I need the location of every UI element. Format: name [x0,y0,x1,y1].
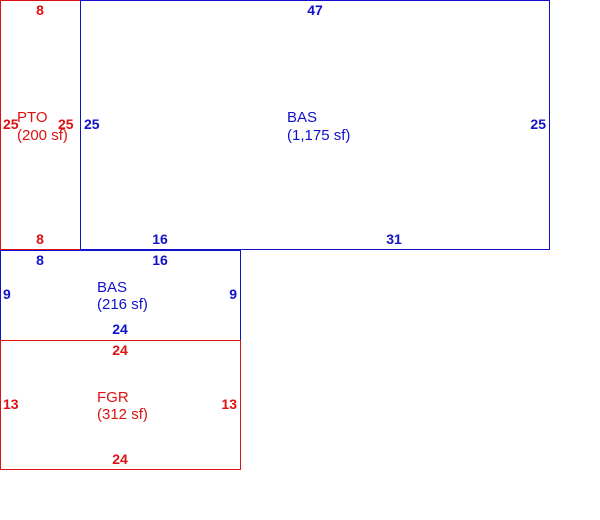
bas-main-area: (1,175 sf) [287,127,350,144]
bas-lower-dim-top-b: 16 [152,252,168,268]
bas-main-dim-bottom-a: 16 [152,231,168,247]
fgr-dim-top: 24 [112,342,128,358]
pto-dim-bottom: 8 [36,231,44,247]
area-fgr: FGR (312 sf) 24 24 13 13 [0,340,241,470]
fgr-dim-right: 13 [221,396,237,412]
area-pto: PTO (200 sf) 8 8 25 25 [0,0,81,250]
bas-main-code: BAS [287,109,317,126]
bas-lower-area: (216 sf) [97,296,148,313]
bas-main-dim-left: 25 [84,116,100,132]
fgr-outline [0,340,241,470]
bas-main-dim-right: 25 [530,116,546,132]
area-bas-main: BAS (1,175 sf) 47 25 25 16 31 [80,0,550,250]
pto-code: PTO [17,109,48,126]
bas-lower-code: BAS [97,279,127,296]
bas-main-dim-bottom-b: 31 [386,231,402,247]
bas-main-dim-top: 47 [307,2,323,18]
pto-dim-top: 8 [36,2,44,18]
pto-area: (200 sf) [17,127,68,144]
fgr-code: FGR [97,389,129,406]
bas-main-outline [80,0,550,250]
area-bas-lower: BAS (216 sf) 8 16 9 9 24 [0,250,241,341]
bas-lower-dim-top-a: 8 [36,252,44,268]
pto-dim-right: 25 [58,116,74,132]
bas-lower-dim-right: 9 [229,286,237,302]
fgr-dim-bottom: 24 [112,451,128,467]
fgr-area: (312 sf) [97,406,148,423]
fgr-dim-left: 13 [3,396,19,412]
bas-lower-dim-bottom: 24 [112,321,128,337]
bas-lower-dim-left: 9 [3,286,11,302]
pto-dim-left: 25 [3,116,19,132]
